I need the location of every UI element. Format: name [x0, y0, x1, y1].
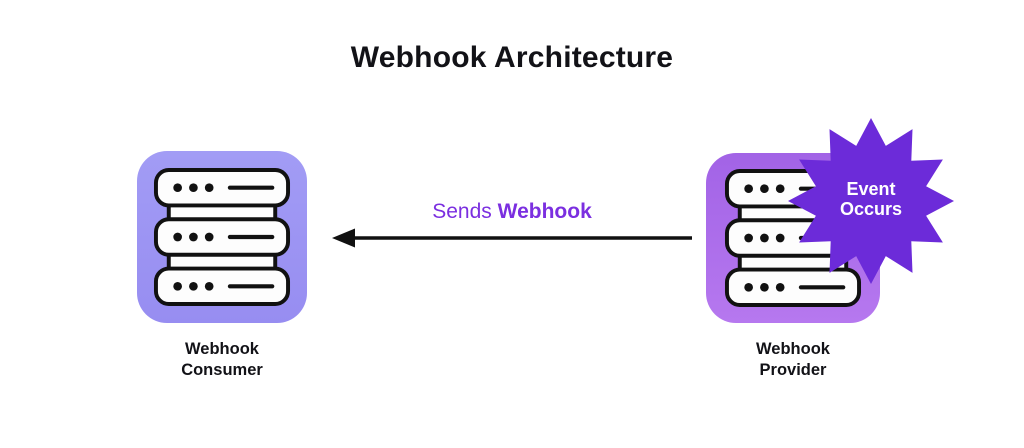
diagram-title: Webhook Architecture: [350, 41, 674, 74]
webhook-arrow: [332, 228, 692, 248]
event-badge-text: Event Occurs: [787, 115, 955, 283]
consumer-label: Webhook Consumer: [181, 340, 263, 379]
event-badge-line2: Occurs: [839, 199, 903, 219]
server-icon: [153, 168, 291, 306]
consumer-box: [137, 151, 307, 323]
event-badge-line1: Event: [846, 179, 896, 199]
connection-label-prefix: Sends: [432, 200, 492, 223]
provider-label: Webhook Provider: [756, 340, 830, 379]
starburst-icon: [788, 118, 954, 284]
consumer-node: Webhook Consumer: [137, 151, 307, 381]
connection-label-emphasis: Webhook: [497, 200, 592, 223]
event-badge: Event Occurs: [787, 115, 955, 287]
